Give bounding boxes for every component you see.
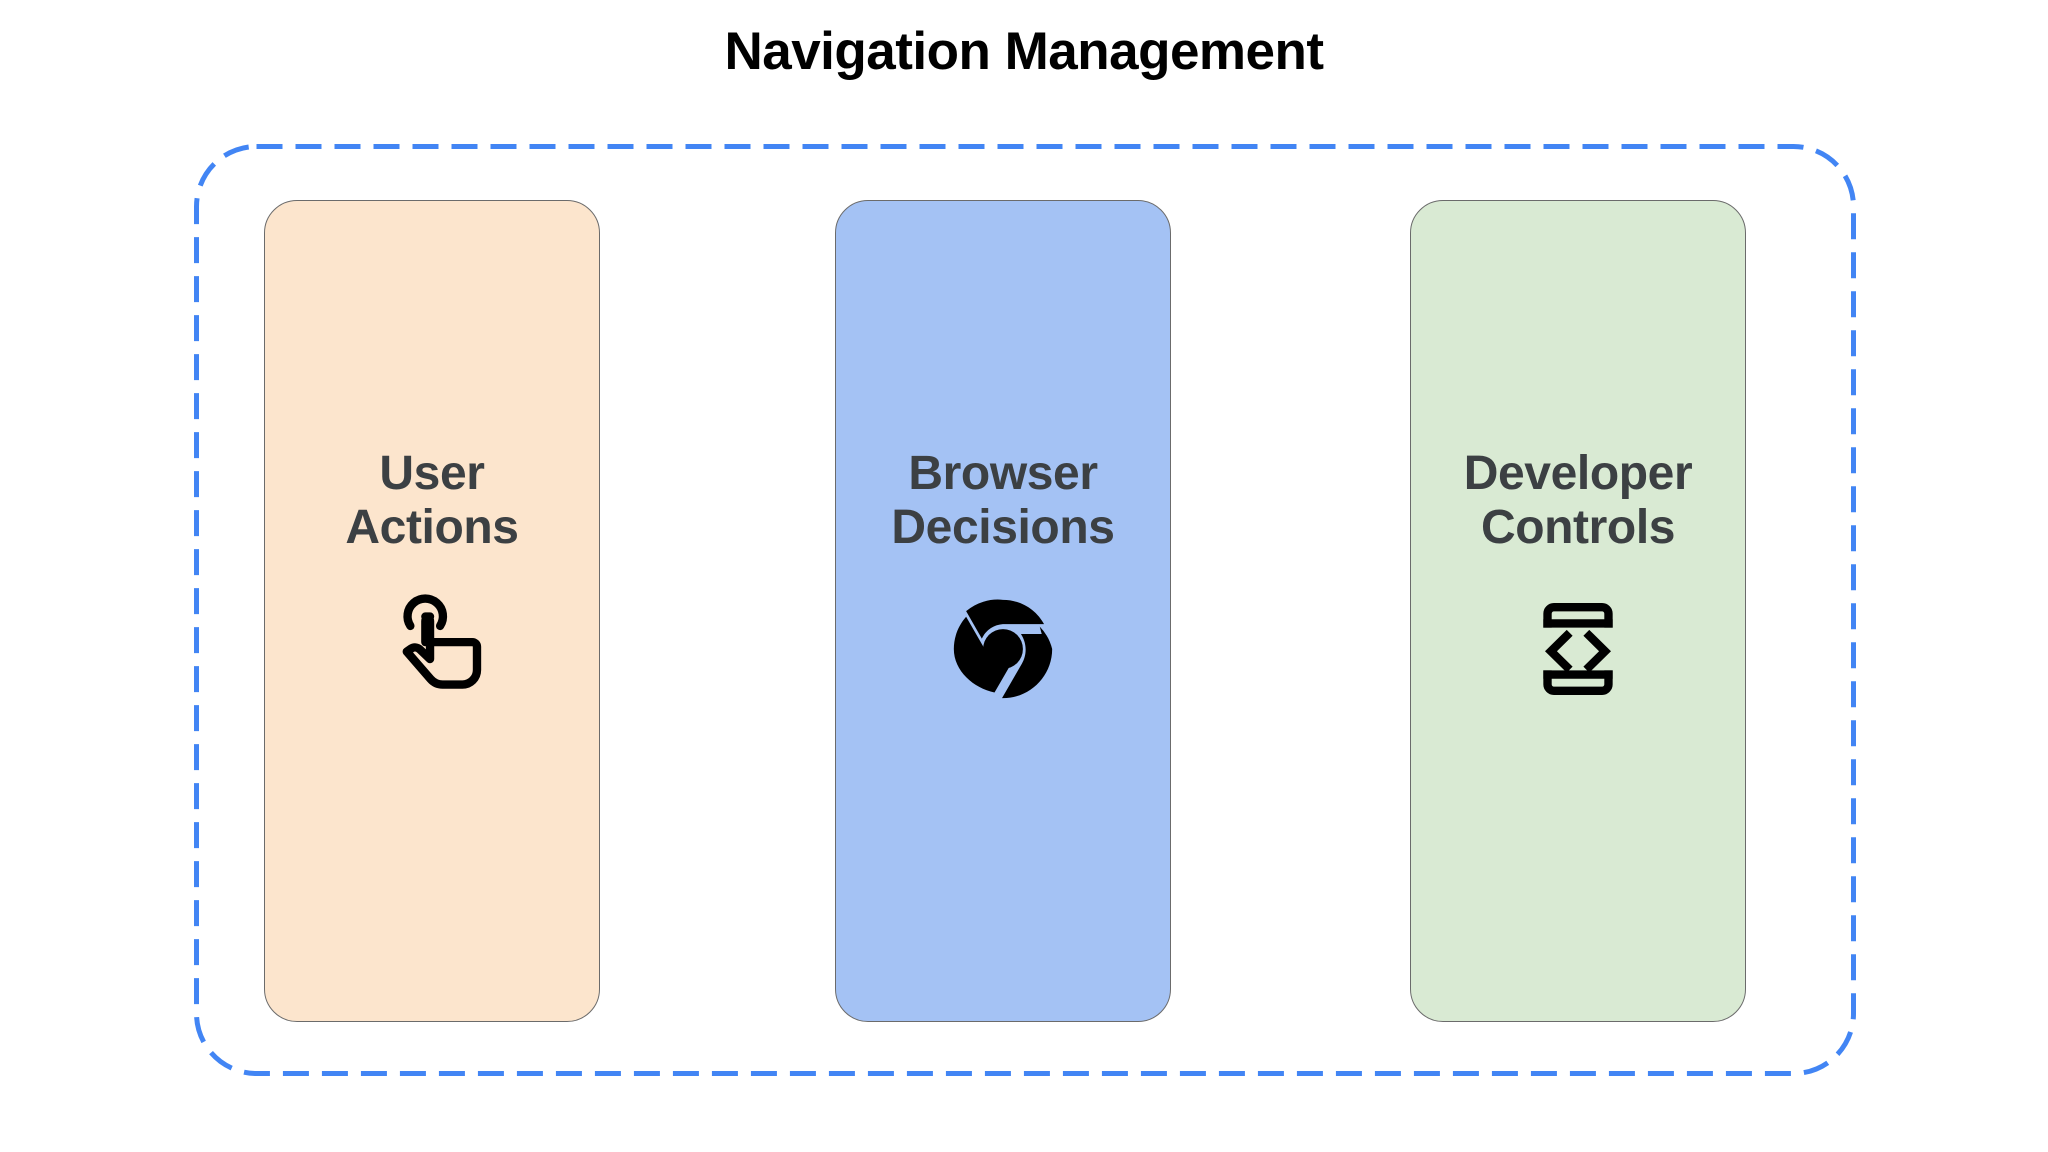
page-title: Navigation Management: [724, 22, 1324, 81]
card-label-line-2: Decisions: [891, 501, 1115, 555]
card-user-actions[interactable]: User Actions: [264, 200, 600, 1022]
card-label-user-actions: User Actions: [265, 447, 599, 555]
card-developer-controls[interactable]: Developer Controls: [1410, 200, 1746, 1022]
card-label-line-2: Actions: [345, 501, 519, 555]
chrome-logo-icon: [943, 589, 1063, 709]
card-label-line-1: Developer: [1463, 447, 1693, 500]
card-label-line-1: User: [379, 447, 485, 500]
developer-mode-icon: [1518, 589, 1638, 709]
touch-gesture-icon: [372, 589, 492, 709]
card-label-browser-decisions: Browser Decisions: [836, 447, 1170, 555]
card-label-line-1: Browser: [908, 447, 1098, 500]
card-browser-decisions[interactable]: Browser Decisions: [835, 200, 1171, 1022]
cards-row: User Actions Browser Decisions: [194, 144, 1856, 1076]
card-label-developer-controls: Developer Controls: [1411, 447, 1745, 555]
card-label-line-2: Controls: [1480, 501, 1676, 555]
